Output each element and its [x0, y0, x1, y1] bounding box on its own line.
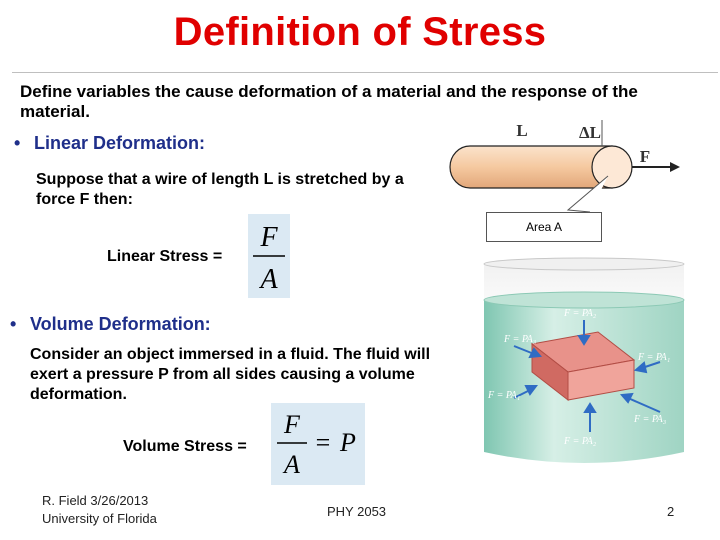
area-callout: Area A	[486, 212, 602, 242]
linear-stress-equation: F A	[248, 214, 290, 298]
svg-text:P: P	[339, 428, 356, 457]
linear-text: Suppose that a wire of length L is stret…	[36, 171, 404, 208]
linear-heading: • Linear Deformation:	[14, 133, 205, 154]
label-right-upper: F = PA₁	[637, 352, 670, 363]
arrow-left-icon	[619, 392, 634, 404]
length-label: L	[516, 121, 527, 140]
left-lower-arrow	[513, 389, 531, 399]
label-right-lower: F = PA₃	[633, 414, 667, 425]
svg-text:A: A	[282, 450, 300, 479]
delta-length-label: ΔL	[579, 123, 601, 142]
wire-diagram: L ΔL F	[449, 120, 680, 213]
slide-title: Definition of Stress	[173, 10, 547, 54]
label-top: F = PA₂	[563, 308, 597, 319]
wire-end-face	[591, 145, 633, 189]
label-bottom: F = PA₂	[563, 436, 597, 447]
footer-author-block: R. Field 3/26/2013 University of Florida	[42, 492, 157, 528]
arrow-right-icon	[528, 347, 543, 359]
arrow-up-icon	[583, 402, 597, 413]
label-left-upper: F = PA₃	[503, 334, 537, 345]
right-lower-arrow	[627, 397, 661, 413]
footer-institution: University of Florida	[42, 511, 157, 526]
footer-course: PHY 2053	[327, 504, 387, 519]
title-divider	[12, 72, 718, 73]
footer-author: R. Field 3/26/2013	[42, 493, 149, 508]
left-upper-arrow	[513, 345, 535, 355]
fluid-tank-diagram: F = PA₂ F = PA₃ F = PA₁ F = PA₁ F = PA₃ …	[483, 257, 685, 463]
force-arrow-icon	[670, 162, 680, 172]
volume-stress-equation: F A = P	[271, 403, 365, 485]
svg-text:F: F	[283, 410, 301, 439]
force-label: F	[640, 147, 650, 166]
svg-text:=: =	[316, 428, 331, 457]
fraction-f-over-a-equals-p: F A = P	[277, 410, 356, 479]
bullet-icon: •	[14, 133, 21, 153]
label-left-lower: F = PA₁	[487, 390, 520, 401]
tank-rim	[483, 257, 685, 271]
volume-heading: • Volume Deformation:	[10, 314, 211, 335]
linear-heading-text: Linear Deformation:	[34, 133, 206, 153]
svg-text:F: F	[259, 222, 278, 253]
volume-text: Consider an object immersed in a fluid. …	[30, 346, 431, 403]
water-surface	[483, 291, 685, 309]
svg-text:A: A	[258, 264, 278, 295]
area-callout-pointer	[566, 175, 609, 213]
volume-stress-label: Volume Stress =	[123, 438, 247, 455]
fraction-f-over-a: F A	[253, 222, 285, 295]
arrow-left-icon	[633, 361, 648, 374]
arrow-down-icon	[577, 335, 591, 346]
bullet-icon: •	[10, 314, 17, 334]
wire-body	[449, 145, 613, 189]
volume-heading-text: Volume Deformation:	[30, 314, 211, 334]
page-number: 2	[667, 504, 675, 519]
linear-stress-label: Linear Stress =	[107, 248, 223, 265]
arrow-right-icon	[524, 385, 538, 396]
intro-text: Define variables the cause deformation o…	[20, 82, 638, 121]
block-front-face	[567, 359, 635, 401]
tank-glass	[484, 264, 684, 300]
